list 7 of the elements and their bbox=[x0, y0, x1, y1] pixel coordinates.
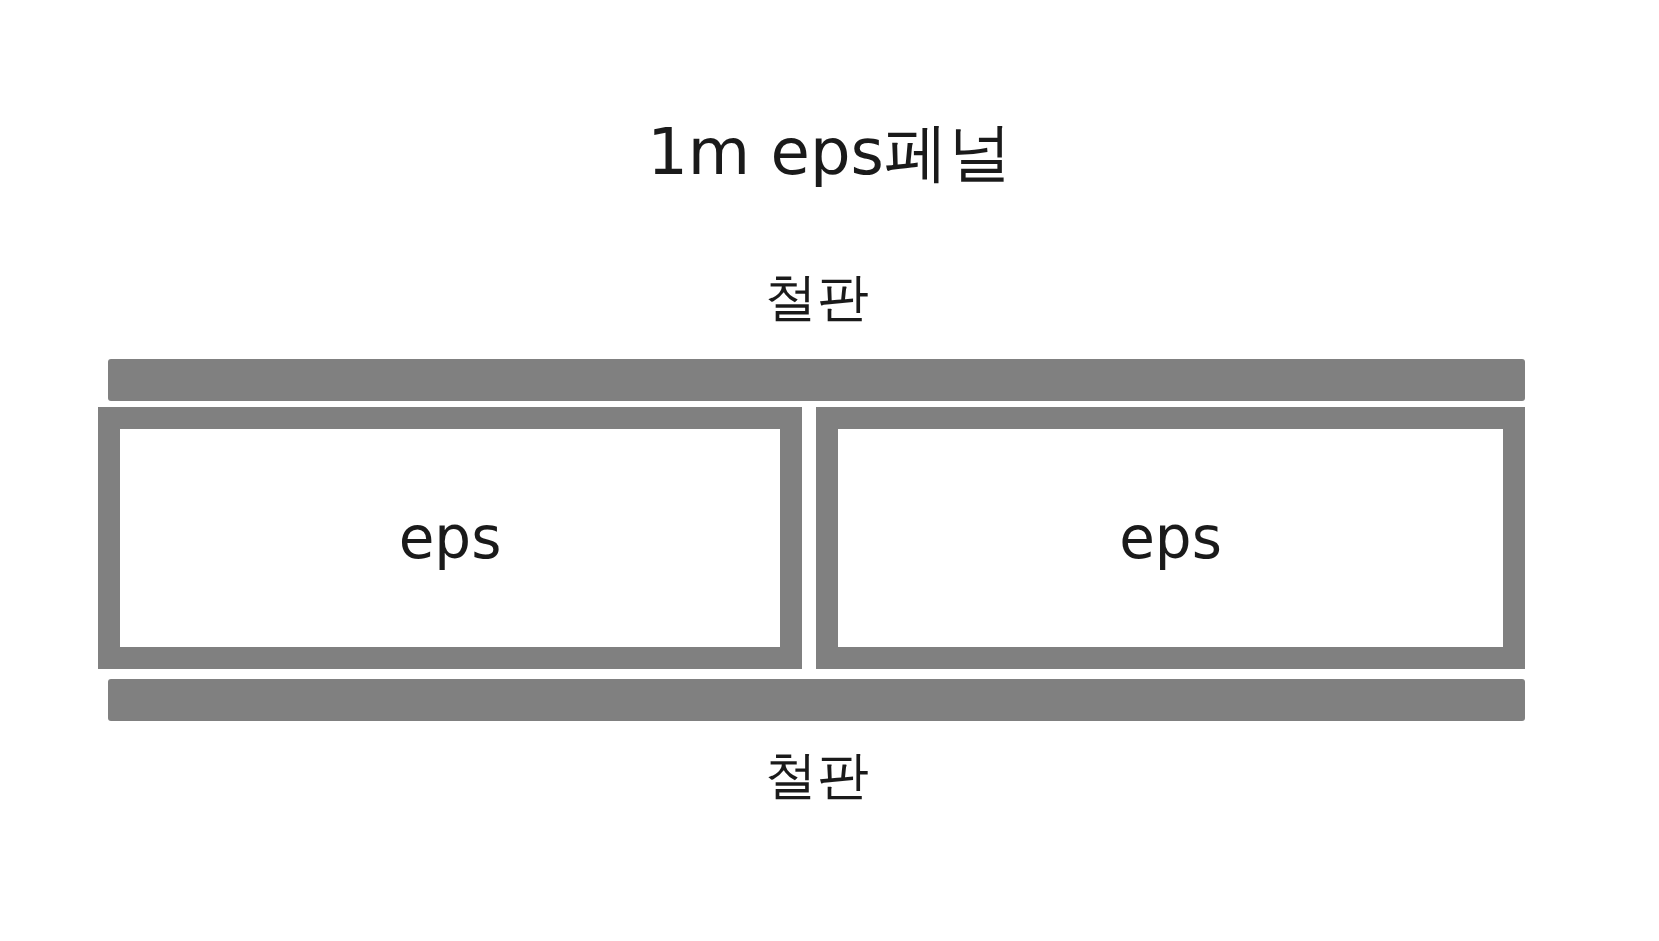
plate-label: 철판 bbox=[763, 744, 870, 807]
panel-frame bbox=[816, 407, 1525, 669]
panel-frame bbox=[98, 407, 802, 669]
core-label: eps bbox=[398, 503, 502, 573]
plate-label: 철판 bbox=[763, 266, 870, 329]
core-label: eps bbox=[1119, 503, 1222, 573]
diagram-title: 1m eps페널 bbox=[646, 114, 1013, 191]
